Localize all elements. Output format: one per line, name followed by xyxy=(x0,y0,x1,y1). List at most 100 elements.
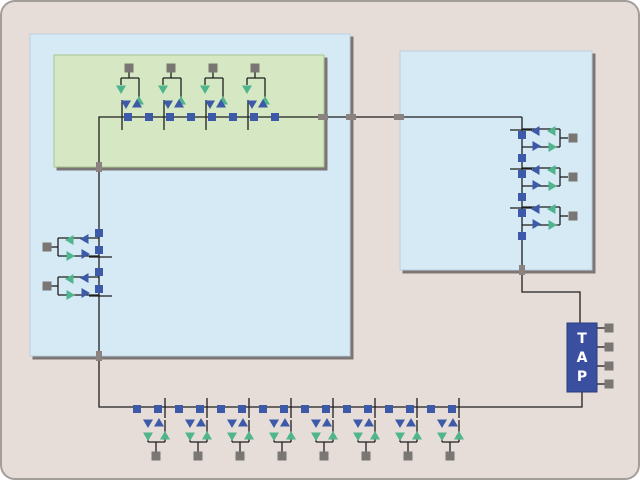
triangle-buffer-icon xyxy=(163,100,173,109)
scan-wire-tap-bottom xyxy=(460,392,583,408)
triangle-buffer-icon xyxy=(311,432,321,441)
triangle-buffer-icon xyxy=(353,432,363,441)
scan-cell-icon xyxy=(196,405,204,413)
triangle-buffer-icon xyxy=(65,235,74,245)
scan-cell-icon xyxy=(518,154,526,162)
scan-cell-icon xyxy=(280,405,288,413)
triangle-buffer-icon xyxy=(65,274,74,284)
square-pin-icon xyxy=(235,451,245,461)
triangle-buffer-icon xyxy=(531,204,540,214)
square-pin-icon xyxy=(604,342,614,352)
scan-cell-icon xyxy=(175,405,183,413)
triangle-buffer-icon xyxy=(121,100,131,109)
triangle-buffer-icon xyxy=(202,431,212,440)
square-pin-icon xyxy=(124,63,134,73)
triangle-buffer-icon xyxy=(200,85,210,94)
segment-marker-icon xyxy=(346,114,356,120)
square-pin-icon xyxy=(445,451,455,461)
tap-letter-a: A xyxy=(577,350,588,366)
square-pin-icon xyxy=(42,281,52,291)
scan-cell-icon xyxy=(95,246,103,254)
triangle-buffer-icon xyxy=(158,85,168,94)
square-pin-icon xyxy=(568,133,578,143)
triangle-buffer-icon xyxy=(81,249,90,259)
triangle-buffer-icon xyxy=(532,180,541,190)
square-pin-icon xyxy=(604,323,614,333)
scan-cell-icon xyxy=(518,232,526,240)
triangle-buffer-icon xyxy=(547,204,556,214)
tap-controller: T A P xyxy=(566,322,598,393)
triangle-buffer-icon xyxy=(143,419,153,428)
triangle-buffer-icon xyxy=(258,99,268,108)
square-pin-icon xyxy=(208,63,218,73)
triangle-buffer-icon xyxy=(548,142,557,152)
scan-cell-icon xyxy=(95,268,103,276)
scan-cell-icon xyxy=(518,170,526,178)
triangle-buffer-icon xyxy=(154,418,164,427)
cells-layer xyxy=(42,63,614,461)
segment-marker-icon xyxy=(519,265,525,275)
triangle-buffer-icon xyxy=(532,141,541,151)
triangle-buffer-icon xyxy=(531,165,540,175)
square-pin-icon xyxy=(604,361,614,371)
square-pin-icon xyxy=(42,242,52,252)
scan-cell-icon xyxy=(124,113,132,121)
triangle-buffer-icon xyxy=(437,432,447,441)
triangle-buffer-icon xyxy=(406,418,416,427)
scan-wire-right-to-tap xyxy=(521,117,581,323)
scan-cell-icon xyxy=(271,113,279,121)
triangle-buffer-icon xyxy=(395,419,405,428)
triangle-buffer-icon xyxy=(364,418,374,427)
triangle-buffer-icon xyxy=(116,85,126,94)
scan-cell-icon xyxy=(250,113,258,121)
triangle-buffer-icon xyxy=(238,418,248,427)
triangle-buffer-icon xyxy=(66,251,75,261)
scan-cell-icon xyxy=(406,405,414,413)
square-pin-icon xyxy=(604,379,614,389)
triangle-buffer-icon xyxy=(454,431,464,440)
triangle-buffer-icon xyxy=(547,165,556,175)
region-inner-group xyxy=(53,54,325,168)
scan-cell-icon xyxy=(229,113,237,121)
region-right xyxy=(399,50,593,271)
triangle-buffer-icon xyxy=(311,419,321,428)
segment-marker-icon xyxy=(96,162,102,172)
triangle-buffer-icon xyxy=(286,431,296,440)
triangle-buffer-icon xyxy=(532,219,541,229)
scan-cell-icon xyxy=(187,113,195,121)
tap-letter-p: P xyxy=(577,369,587,385)
scan-cell-icon xyxy=(208,113,216,121)
triangle-buffer-icon xyxy=(322,418,332,427)
scan-cell-icon xyxy=(322,405,330,413)
square-pin-icon xyxy=(403,451,413,461)
triangle-buffer-icon xyxy=(531,126,540,136)
scan-cell-icon xyxy=(518,209,526,217)
triangle-buffer-icon xyxy=(370,431,380,440)
square-pin-icon xyxy=(250,63,260,73)
triangle-buffer-icon xyxy=(548,181,557,191)
triangle-buffer-icon xyxy=(244,431,254,440)
triangle-buffer-icon xyxy=(269,432,279,441)
triangle-buffer-icon xyxy=(160,431,170,440)
scan-cell-icon xyxy=(133,405,141,413)
scan-wire-bottom xyxy=(98,356,460,408)
triangle-buffer-icon xyxy=(227,432,237,441)
triangle-buffer-icon xyxy=(412,431,422,440)
triangle-buffer-icon xyxy=(66,290,75,300)
square-pin-icon xyxy=(166,63,176,73)
square-pin-icon xyxy=(568,211,578,221)
triangle-buffer-icon xyxy=(80,234,89,244)
scan-cell-icon xyxy=(427,405,435,413)
segment-marker-icon xyxy=(318,114,328,120)
square-pin-icon xyxy=(361,451,371,461)
scan-cell-icon xyxy=(364,405,372,413)
triangle-buffer-icon xyxy=(269,419,279,428)
triangle-buffer-icon xyxy=(80,273,89,283)
triangle-buffer-icon xyxy=(328,431,338,440)
triangle-buffer-icon xyxy=(227,419,237,428)
scan-cell-icon xyxy=(385,405,393,413)
triangle-buffer-icon xyxy=(185,432,195,441)
square-pin-icon xyxy=(193,451,203,461)
